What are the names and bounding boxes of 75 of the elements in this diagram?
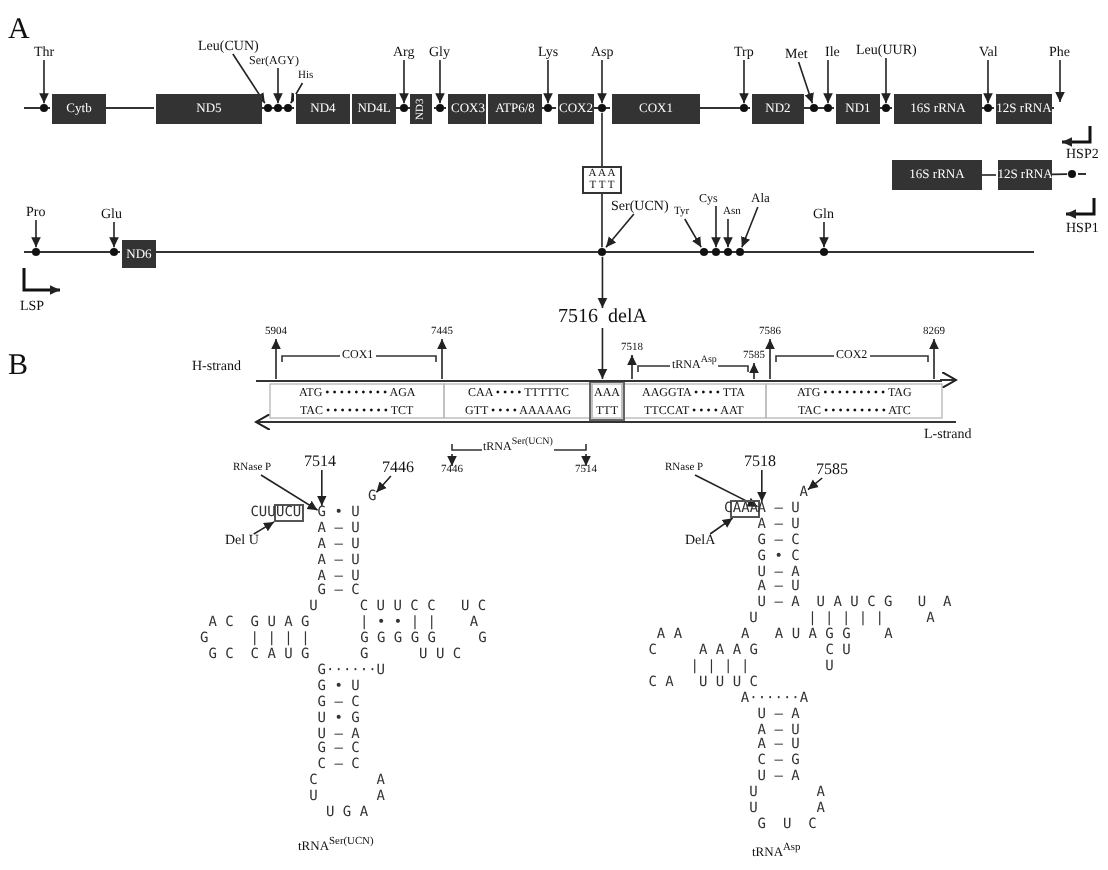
mutation-label: 7516 delA xyxy=(558,308,647,328)
arrow xyxy=(597,59,607,104)
arrow xyxy=(627,354,637,380)
arrow xyxy=(289,82,304,104)
arrow xyxy=(399,59,409,104)
arrow xyxy=(1055,59,1065,103)
gene-marker-dot xyxy=(809,103,819,113)
arrow xyxy=(252,521,275,535)
gene-marker-dot xyxy=(881,103,891,113)
arrow xyxy=(881,57,891,104)
arrow xyxy=(765,338,775,380)
gene-marker-dot xyxy=(711,247,721,257)
position-number: 7585 xyxy=(816,462,848,478)
arrow xyxy=(757,469,767,503)
gene-marker-dot xyxy=(699,247,709,257)
gene-marker-dot xyxy=(819,247,829,257)
connector-line xyxy=(981,174,997,176)
arrow xyxy=(447,453,457,467)
arrow xyxy=(605,213,635,248)
gene-marker-dot xyxy=(283,103,293,113)
sequence-box xyxy=(582,166,622,194)
arrow xyxy=(597,327,608,380)
arrow xyxy=(109,221,119,248)
gene-marker-dot xyxy=(983,103,993,113)
arrow xyxy=(723,218,733,248)
position-number: 7446 xyxy=(382,460,414,476)
gene-marker-dot xyxy=(723,247,733,257)
arrow xyxy=(711,205,721,248)
position-number: 7514 xyxy=(304,454,336,470)
arrow xyxy=(260,474,319,511)
arrow xyxy=(317,469,327,507)
connector-line xyxy=(1051,173,1068,176)
arrow xyxy=(749,362,759,380)
gene-marker-dot xyxy=(39,103,49,113)
arrow xyxy=(739,59,749,104)
panel-letter: B xyxy=(8,352,29,382)
gene-marker-dot xyxy=(823,103,833,113)
gene-marker-dot xyxy=(273,103,283,113)
panel-letter: A xyxy=(8,16,30,46)
arrow xyxy=(819,221,829,248)
gene-marker-dot xyxy=(1067,169,1077,179)
arrow xyxy=(929,338,939,380)
arrow xyxy=(983,59,993,104)
position-number: 7518 xyxy=(744,454,776,470)
strand-line xyxy=(256,379,942,381)
gene-marker-dot xyxy=(31,247,41,257)
arrow xyxy=(437,338,447,380)
connector-line xyxy=(601,193,603,248)
gene-marker-dot xyxy=(263,103,273,113)
arrow xyxy=(435,59,445,104)
gene-marker-dot xyxy=(739,103,749,113)
gene-marker-dot xyxy=(435,103,445,113)
arrow xyxy=(581,453,591,467)
arrow xyxy=(375,475,392,494)
arrow xyxy=(797,61,814,104)
arrow xyxy=(273,67,283,104)
arrow xyxy=(39,59,49,104)
arrow xyxy=(807,477,823,491)
gene-marker-dot xyxy=(735,247,745,257)
arrow xyxy=(543,59,553,104)
arrow xyxy=(597,255,608,309)
arrow xyxy=(823,59,833,104)
gene-marker-dot xyxy=(597,247,607,257)
gene-marker-dot xyxy=(597,103,607,113)
gene-marker-dot xyxy=(399,103,409,113)
gene-marker-dot xyxy=(109,247,119,257)
arrow xyxy=(694,474,759,508)
arrow xyxy=(271,338,281,380)
arrow xyxy=(741,206,759,248)
arrow xyxy=(683,218,702,248)
gene-marker-dot xyxy=(543,103,553,113)
connector-line xyxy=(601,112,603,167)
arrow xyxy=(31,219,41,248)
arrow xyxy=(709,517,734,535)
arrow xyxy=(232,53,266,104)
